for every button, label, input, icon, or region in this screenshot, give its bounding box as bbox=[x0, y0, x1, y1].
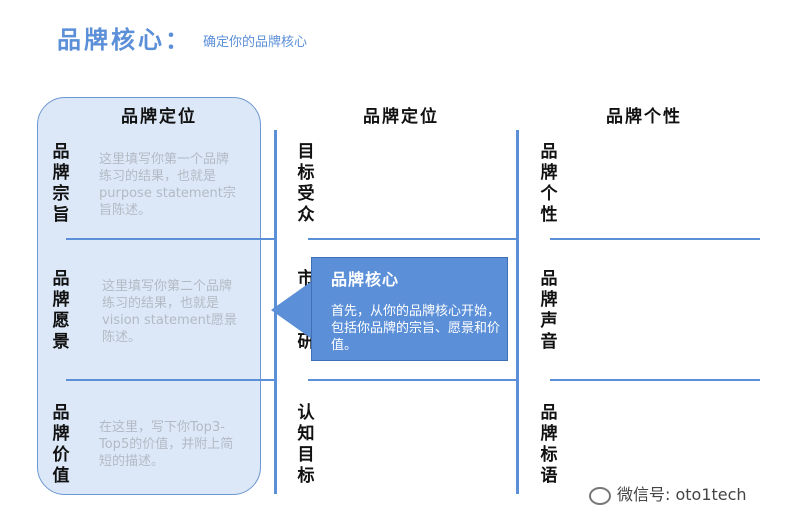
brand-positioning-panel bbox=[37, 97, 261, 495]
hint-brand-vision: 这里填写你第二个品牌练习的结果，也就是vision statement愿景陈述。 bbox=[102, 279, 237, 345]
callout-arrow bbox=[271, 281, 312, 339]
row-label-brand-values: 品牌价值 bbox=[52, 403, 70, 486]
row-divider bbox=[550, 238, 760, 240]
brand-core-callout bbox=[311, 257, 508, 361]
callout-title: 品牌核心 bbox=[331, 270, 400, 289]
row-label-target-audience: 目标受众 bbox=[297, 142, 315, 225]
row-divider bbox=[308, 238, 518, 240]
row-divider bbox=[66, 238, 276, 240]
wechat-icon bbox=[589, 486, 611, 505]
wechat-watermark: 微信号: oto1tech bbox=[589, 481, 747, 505]
row-label-brand-vision: 品牌愿景 bbox=[52, 269, 70, 352]
row-label-brand-personality: 品牌个性 bbox=[540, 142, 558, 225]
column-divider-right bbox=[516, 130, 519, 494]
row-divider bbox=[308, 379, 518, 381]
row-divider bbox=[66, 379, 276, 381]
row-divider bbox=[550, 379, 760, 381]
row-label-awareness-goal: 认知目标 bbox=[297, 403, 315, 486]
hint-brand-purpose: 这里填写你第一个品牌练习的结果，也就是purpose statement宗旨陈述… bbox=[99, 152, 236, 218]
column-heading-right: 品牌个性 bbox=[606, 107, 682, 127]
callout-body: 首先，从你的品牌核心开始，包括你品牌的宗旨、愿景和价值。 bbox=[331, 304, 501, 353]
watermark-text: 微信号: oto1tech bbox=[617, 485, 747, 504]
page-title: 品牌核心： bbox=[57, 26, 192, 54]
hint-brand-values: 在这里，写下你Top3-Top5的价值，并附上简短的描述。 bbox=[99, 420, 234, 469]
column-heading-left: 品牌定位 bbox=[121, 107, 197, 127]
row-label-brand-purpose: 品牌宗旨 bbox=[52, 142, 70, 225]
row-label-brand-slogan: 品牌标语 bbox=[540, 403, 558, 486]
page-subtitle: 确定你的品牌核心 bbox=[203, 35, 308, 50]
row-label-brand-voice: 品牌声音 bbox=[540, 269, 558, 352]
column-heading-middle: 品牌定位 bbox=[363, 107, 439, 127]
